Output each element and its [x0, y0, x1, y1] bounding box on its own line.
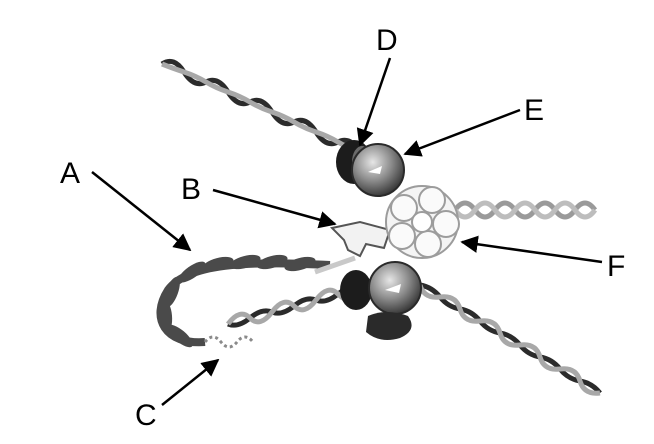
- label-f: F: [607, 250, 625, 283]
- lagging-strand-helix: [226, 287, 363, 328]
- parent-dna-helix: [452, 200, 598, 220]
- label-b: B: [181, 173, 201, 206]
- helicase-complex: [385, 185, 460, 259]
- arrow-c: [161, 358, 220, 406]
- label-a: A: [60, 157, 80, 190]
- template-strand-link: [314, 255, 356, 275]
- lower-polymerase: [340, 261, 422, 340]
- upper-polymerase: [336, 140, 405, 197]
- arrow-d: [356, 57, 392, 147]
- label-c: C: [135, 399, 157, 432]
- okazaki-fragment-loop: [156, 254, 331, 349]
- arrow-b: [212, 188, 337, 229]
- upper-daughter-helix: [160, 58, 363, 155]
- arrow-a: [91, 171, 192, 252]
- label-d: D: [376, 24, 398, 57]
- arrow-e: [403, 108, 521, 157]
- primase-structure: [329, 220, 392, 258]
- arrow-f: [460, 235, 603, 264]
- label-e: E: [524, 94, 544, 127]
- lower-daughter-helix-right: [417, 282, 602, 396]
